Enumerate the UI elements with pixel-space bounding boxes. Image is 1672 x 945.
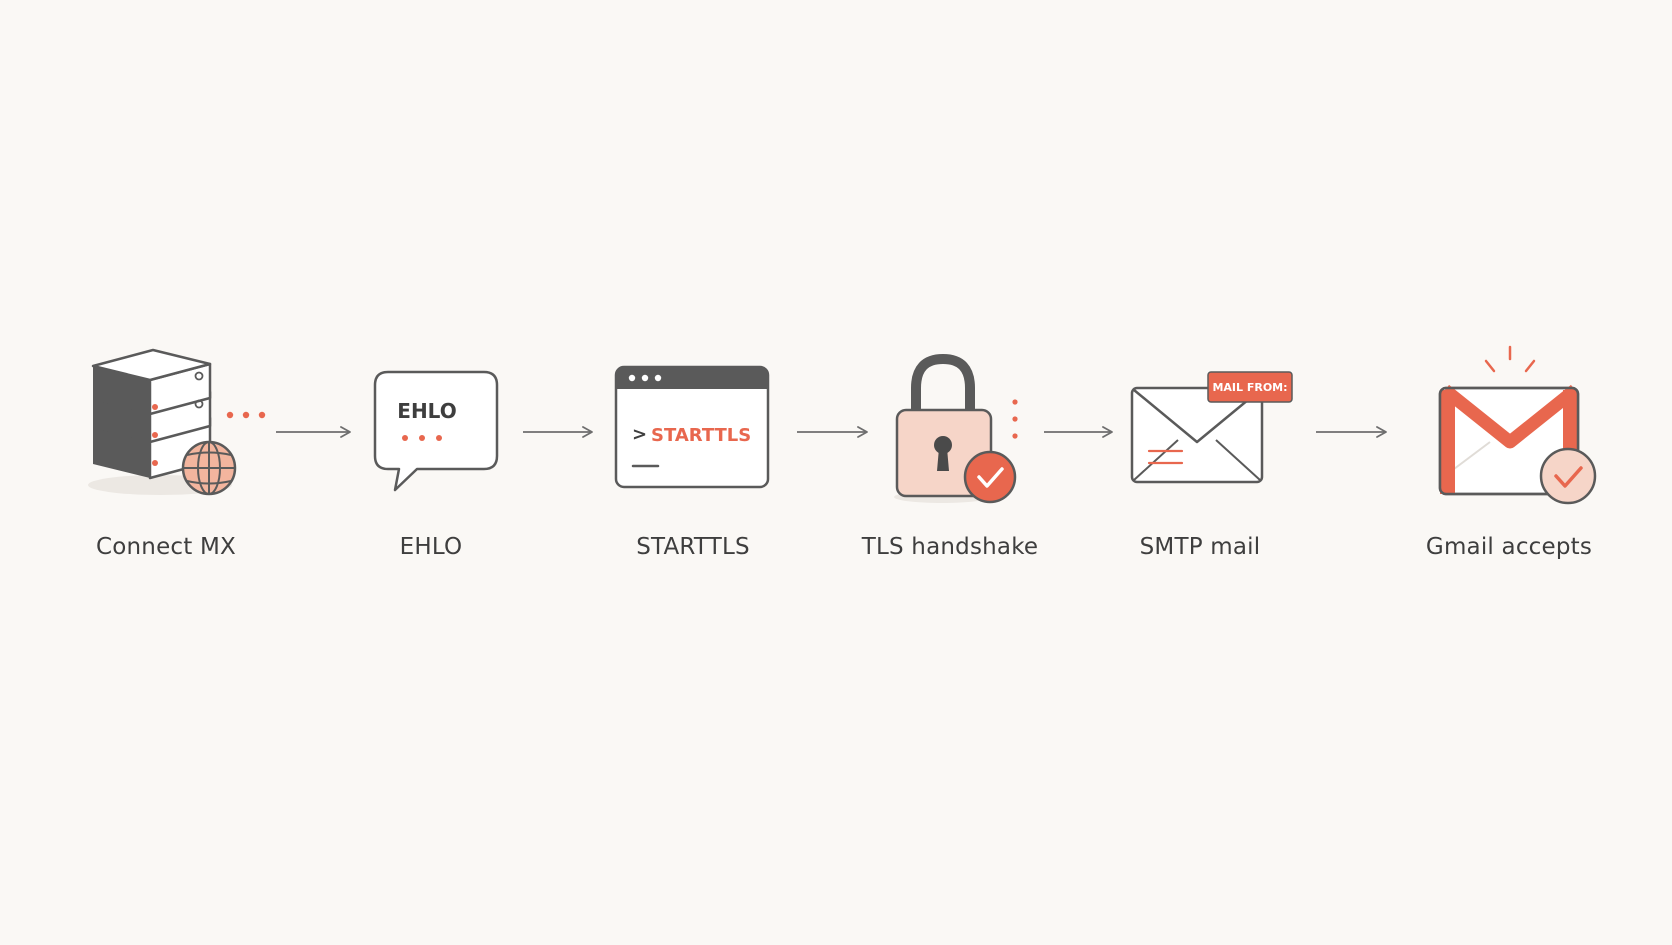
gmail-check-icon — [1438, 345, 1597, 505]
step-label-tls-handshake: TLS handshake — [861, 534, 1039, 560]
bubble-text: EHLO — [397, 399, 456, 423]
padlock-check-icon — [894, 353, 1018, 504]
speech-bubble-icon: EHLO — [373, 370, 499, 492]
step-label-connect-mx: Connect MX — [95, 534, 236, 560]
step-label-gmail-accepts: Gmail accepts — [1425, 534, 1593, 560]
check-badge-icon — [963, 450, 1017, 504]
envelope-icon: MAIL FROM: — [1130, 371, 1293, 484]
terminal-prompt: > — [632, 424, 647, 445]
mail-from-text: MAIL FROM: — [1212, 381, 1287, 394]
terminal-command: STARTTLS — [651, 425, 751, 446]
mail-from-tag: MAIL FROM: — [1207, 371, 1293, 403]
terminal-window-icon: > STARTTLS — [614, 365, 770, 489]
step-label-smtp-mail: SMTP mail — [1139, 534, 1261, 560]
globe-icon — [181, 440, 237, 496]
server-globe-icon — [88, 348, 266, 496]
check-badge-icon — [1539, 447, 1597, 505]
step-label-starttls: STARTTLS — [636, 534, 750, 560]
step-label-ehlo: EHLO — [399, 534, 463, 560]
